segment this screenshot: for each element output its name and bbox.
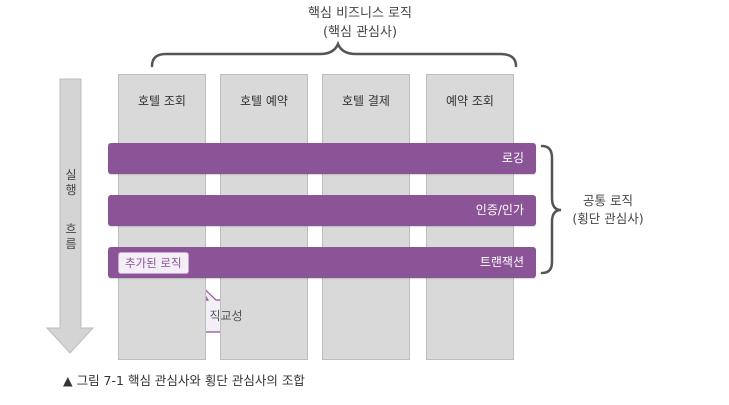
title-line-2: (핵심 관심사) bbox=[322, 25, 398, 40]
bar-label: 인증/인가 bbox=[475, 203, 524, 217]
figure-caption: ▲ 그림 7-1 핵심 관심사와 횡단 관심사의 조합 bbox=[63, 373, 305, 388]
bar-logging: 로깅 bbox=[108, 143, 536, 174]
right-brace bbox=[540, 144, 562, 275]
top-brace bbox=[150, 40, 518, 68]
bar-label: 트랜잭션 bbox=[479, 255, 524, 269]
common-line-1: 공통 로직 bbox=[583, 193, 633, 208]
bar-auth: 인증/인가 bbox=[108, 195, 536, 226]
callout-text: 직교성 bbox=[209, 309, 243, 323]
column-label: 예약 조회 bbox=[446, 94, 494, 108]
column-label: 호텔 조회 bbox=[138, 94, 186, 108]
common-line-2: (횡단 관심사) bbox=[572, 211, 644, 226]
flow-arrow bbox=[45, 78, 95, 354]
added-logic-badge: 추가된 로직 bbox=[118, 252, 189, 274]
diagram-title: 핵심 비즈니스 로직 (핵심 관심사) bbox=[150, 4, 570, 42]
column-label: 호텔 결제 bbox=[342, 94, 390, 108]
bar-transaction: 추가된 로직 트랜잭션 bbox=[108, 247, 536, 278]
common-logic-label: 공통 로직 (횡단 관심사) bbox=[563, 192, 653, 228]
column-label: 호텔 예약 bbox=[240, 94, 288, 108]
title-line-1: 핵심 비즈니스 로직 bbox=[308, 6, 412, 21]
bar-label: 로깅 bbox=[501, 151, 524, 165]
